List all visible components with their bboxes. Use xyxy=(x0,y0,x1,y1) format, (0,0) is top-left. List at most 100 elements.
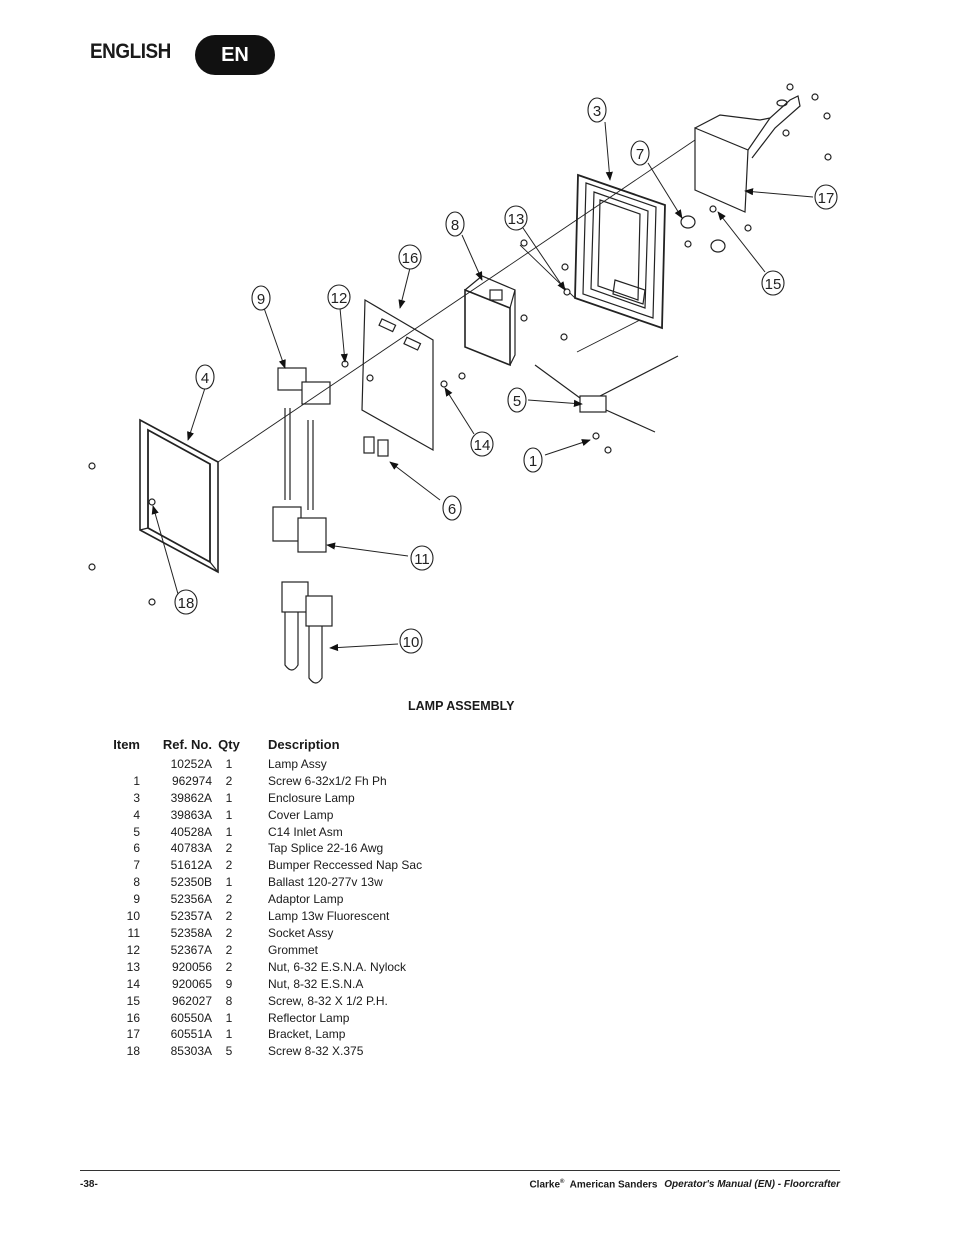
cell-description: Reflector Lamp xyxy=(268,1010,350,1025)
svg-text:10: 10 xyxy=(403,634,420,651)
reflector-plate-part xyxy=(361,298,434,452)
cell-item: 7 xyxy=(133,858,140,873)
cell-qty: 2 xyxy=(225,841,233,856)
cell-ref-no: 40528A xyxy=(170,824,212,839)
column-header-qty: Qty xyxy=(218,737,240,752)
cell-item: 17 xyxy=(126,1027,140,1042)
cell-ref-no: 52356A xyxy=(170,892,212,907)
svg-text:11: 11 xyxy=(414,551,430,568)
table-row: 5 40528A 1 C14 Inlet Asm xyxy=(110,824,422,841)
callout-8: 8 xyxy=(445,211,465,237)
hardware-parts xyxy=(88,83,832,606)
inlet-part xyxy=(534,355,679,433)
cell-description: Enclosure Lamp xyxy=(268,790,355,805)
cell-description: Nut, 6-32 E.S.N.A. Nylock xyxy=(268,959,407,974)
cell-item: 15 xyxy=(126,993,140,1008)
cell-item xyxy=(110,756,140,773)
svg-text:12: 12 xyxy=(331,290,348,307)
footer-manual-title: Clarke® American Sanders Operator's Manu… xyxy=(529,1179,840,1190)
enclosure-part xyxy=(574,173,666,330)
cell-ref-no: 60550A xyxy=(170,1010,212,1025)
cell-ref-no: 39862A xyxy=(170,790,212,805)
cell-item: 16 xyxy=(126,1010,140,1025)
bracket-part xyxy=(694,95,801,213)
svg-text:18: 18 xyxy=(178,595,195,612)
diagram-title: LAMP ASSEMBLY xyxy=(408,699,515,713)
callout-4: 4 xyxy=(195,364,215,390)
callout-10: 10 xyxy=(399,628,423,654)
cell-ref-no: 85303A xyxy=(170,1044,212,1059)
page-number: -38- xyxy=(80,1179,98,1190)
footer-brand-rest: American Sanders xyxy=(569,1179,658,1191)
cell-qty: 2 xyxy=(225,858,233,873)
callout-5: 5 xyxy=(507,387,527,413)
cell-ref-no: 962974 xyxy=(171,773,212,788)
svg-text:13: 13 xyxy=(508,211,525,228)
cell-qty: 1 xyxy=(225,824,233,839)
cell-description: C14 Inlet Asm xyxy=(268,824,343,839)
callout-15: 15 xyxy=(761,270,785,296)
table-row: 3 39862A 1 Enclosure Lamp xyxy=(110,790,422,807)
svg-text:9: 9 xyxy=(257,291,265,308)
cell-ref-no: 52357A xyxy=(170,909,212,924)
cell-item: 9 xyxy=(133,892,140,907)
callout-9: 9 xyxy=(251,285,271,311)
table-header-row: Item Ref. No. Qty Description xyxy=(110,737,422,756)
cell-qty: 8 xyxy=(225,993,233,1008)
svg-text:1: 1 xyxy=(529,453,537,470)
cell-item: 3 xyxy=(133,790,140,805)
cell-qty: 2 xyxy=(225,909,233,924)
cell-description: Tap Splice 22-16 Awg xyxy=(268,841,384,856)
footer-manual: Operator's Manual (EN) - Floorcrafter xyxy=(664,1179,840,1191)
language-heading: ENGLISH xyxy=(90,40,171,63)
cell-ref-no: 10252A xyxy=(170,756,212,771)
svg-text:3: 3 xyxy=(593,103,601,120)
cell-ref-no: 52358A xyxy=(170,925,212,940)
callout-3: 3 xyxy=(587,97,607,123)
cell-item: 14 xyxy=(126,976,140,991)
language-badge: EN xyxy=(195,35,275,75)
cell-description: Screw 6-32x1/2 Fh Ph xyxy=(268,773,387,788)
cell-description: Bracket, Lamp xyxy=(268,1027,346,1042)
cell-ref-no: 962027 xyxy=(171,993,212,1008)
svg-text:15: 15 xyxy=(765,276,782,293)
socket-part xyxy=(272,506,327,553)
cell-qty: 1 xyxy=(225,790,233,805)
ballast-part xyxy=(464,275,516,367)
svg-text:4: 4 xyxy=(201,370,209,387)
fluorescent-lamp-part xyxy=(281,581,333,684)
cell-qty: 5 xyxy=(225,1044,233,1059)
callout-16: 16 xyxy=(398,244,422,270)
cell-ref-no: 52367A xyxy=(170,942,212,957)
svg-text:6: 6 xyxy=(448,501,456,518)
cell-description: Adaptor Lamp xyxy=(268,892,344,907)
cell-item: 18 xyxy=(126,1044,140,1059)
svg-text:8: 8 xyxy=(451,217,459,234)
cell-description: Screw, 8-32 X 1/2 P.H. xyxy=(268,993,388,1008)
adaptor-part xyxy=(277,367,331,405)
cell-qty: 1 xyxy=(225,1010,233,1025)
svg-text:16: 16 xyxy=(402,250,419,267)
cell-item: 12 xyxy=(126,942,140,957)
registered-mark: ® xyxy=(560,1179,565,1185)
footer-divider xyxy=(80,1170,840,1171)
table-row: 15 962027 8 Screw, 8-32 X 1/2 P.H. xyxy=(110,993,422,1010)
callout-11: 11 xyxy=(410,545,434,571)
callout-13: 13 xyxy=(504,205,528,231)
cell-qty: 2 xyxy=(225,773,233,788)
cell-item: 5 xyxy=(133,824,140,839)
cell-qty: 9 xyxy=(225,976,233,991)
cover-part xyxy=(139,418,219,574)
column-header-item: Item xyxy=(113,737,140,752)
callout-6: 6 xyxy=(442,495,462,521)
